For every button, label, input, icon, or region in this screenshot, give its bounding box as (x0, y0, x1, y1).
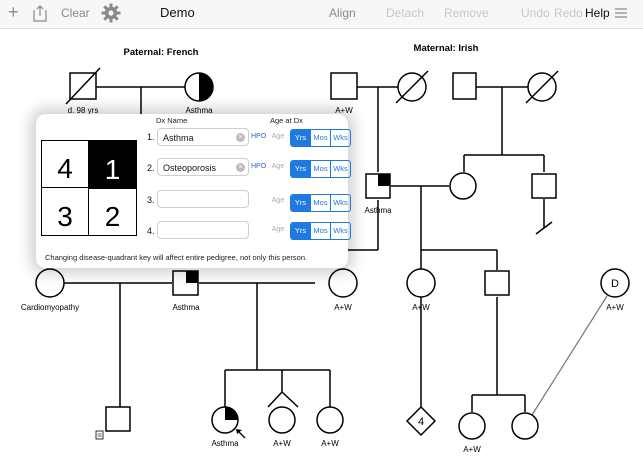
age-unit-segmented[interactable]: Yrs Mos Wks (290, 129, 351, 147)
dx-name-input[interactable] (157, 190, 249, 208)
popup-arrow (346, 184, 354, 200)
unit-mos[interactable]: Mos (310, 161, 330, 177)
d-person-label: A+W (606, 303, 624, 312)
row-number: 2. (147, 163, 155, 173)
gear-icon[interactable] (101, 3, 121, 23)
cousin-female-1-symbol[interactable] (458, 412, 486, 440)
dx-name-header: Dx Name (156, 116, 188, 125)
unit-wks[interactable]: Wks (330, 130, 350, 146)
age-input[interactable]: Age (271, 226, 285, 233)
maternal-grandfather-symbol[interactable] (330, 72, 358, 100)
age-unit-segmented[interactable]: Yrs Mos Wks (290, 160, 351, 178)
paternal-grandmother-symbol[interactable] (184, 72, 214, 102)
pgm-label: Asthma (185, 106, 213, 115)
paternal-header: Paternal: French (124, 47, 199, 58)
father-label: Asthma (172, 303, 200, 312)
age-input[interactable]: Age (271, 197, 285, 204)
quadrant-2[interactable]: 2 (89, 188, 136, 235)
maternal-uncle-symbol[interactable] (531, 173, 557, 199)
align-button[interactable]: Align (329, 6, 356, 20)
relationship-line[interactable] (531, 295, 608, 416)
diamond-count: 4 (418, 416, 424, 428)
maternal-aunt-symbol[interactable] (406, 268, 436, 298)
row-number: 1. (147, 132, 155, 142)
aunt-symbol[interactable] (328, 268, 358, 298)
undo-button[interactable]: Undo (521, 6, 550, 20)
maternal-uncle-2-symbol[interactable] (484, 270, 510, 296)
unit-wks[interactable]: Wks (330, 195, 350, 211)
hpo-link[interactable]: HPO (251, 163, 267, 170)
father-symbol[interactable] (172, 270, 199, 296)
mgf-label: A+W (335, 106, 353, 115)
maternal-relative-male-symbol[interactable] (452, 72, 477, 100)
maternal-relative-female-deceased-symbol[interactable] (525, 70, 559, 104)
mother-symbol[interactable] (365, 173, 391, 199)
quadrant-3[interactable]: 3 (42, 188, 89, 235)
share-icon[interactable] (33, 5, 47, 22)
aunt-label: A+W (334, 303, 352, 312)
unit-mos[interactable]: Mos (310, 223, 330, 239)
help-button[interactable]: Help (585, 6, 610, 20)
age-input[interactable]: Age (271, 163, 285, 170)
age-at-dx-header: Age at Dx (270, 116, 303, 125)
sib2-label: A+W (321, 439, 339, 448)
cousin-label: A+W (463, 445, 481, 454)
clear-button[interactable]: Clear (61, 6, 90, 20)
note-icon[interactable] (95, 430, 104, 440)
unit-wks[interactable]: Wks (330, 223, 350, 239)
quadrant-key[interactable]: 4 1 3 2 (41, 140, 137, 236)
unit-yrs[interactable]: Yrs (291, 161, 310, 177)
document-title: Demo (160, 5, 195, 20)
d-glyph: D (611, 278, 619, 290)
paternal-grandfather-symbol[interactable] (65, 67, 101, 105)
quadrant-1[interactable]: 1 (89, 141, 136, 188)
remove-button[interactable]: Remove (444, 6, 489, 20)
proband-label: Asthma (211, 439, 239, 448)
unit-mos[interactable]: Mos (310, 130, 330, 146)
sib1-label: A+W (273, 439, 291, 448)
maternal-spouse-symbol[interactable] (449, 172, 477, 200)
maternal-aunt-label: A+W (412, 303, 430, 312)
mother-label: Asthma (364, 206, 392, 215)
detach-button[interactable]: Detach (386, 6, 425, 20)
cousin-female-2-symbol[interactable] (511, 412, 539, 440)
diamond-group-symbol[interactable]: 4 (405, 405, 437, 437)
cardio-label: Cardiomyopathy (21, 303, 79, 312)
unit-mos[interactable]: Mos (310, 195, 330, 211)
twin-sibling-2-symbol[interactable] (316, 406, 344, 434)
unit-yrs[interactable]: Yrs (291, 223, 310, 239)
redo-button[interactable]: Redo (554, 6, 583, 20)
maternal-header: Maternal: Irish (414, 43, 479, 54)
plus-icon[interactable]: + (8, 2, 19, 22)
hamburger-icon[interactable] (615, 8, 627, 18)
age-unit-segmented[interactable]: Yrs Mos Wks (290, 222, 351, 240)
row-number: 3. (147, 195, 155, 205)
quadrant-4[interactable]: 4 (42, 141, 89, 188)
unit-yrs[interactable]: Yrs (291, 195, 310, 211)
row-number: 4. (147, 226, 155, 236)
cousin-male-symbol[interactable] (105, 406, 131, 432)
pgf-label: d. 98 yrs (68, 106, 99, 115)
disease-quadrant-popup: Dx Name Age at Dx 4 1 3 2 1. Asthma × HP… (36, 114, 351, 268)
d-person-symbol[interactable]: D (600, 268, 630, 298)
age-input[interactable]: Age (271, 133, 285, 140)
quadrant-key-note: Changing disease-quadrant key will affec… (45, 253, 308, 262)
unit-yrs[interactable]: Yrs (291, 130, 310, 146)
proband-symbol[interactable] (211, 406, 239, 434)
dx-name-input[interactable]: Osteoporosis (157, 158, 249, 176)
proband-arrow-icon (236, 429, 246, 439)
clear-icon[interactable]: × (236, 133, 245, 142)
dx-name-input[interactable]: Asthma (157, 128, 249, 146)
dx-name-input[interactable] (157, 221, 249, 239)
clear-icon[interactable]: × (236, 163, 245, 172)
twin-sibling-1-symbol[interactable] (268, 406, 296, 434)
pedigree-canvas[interactable]: D 4 Paternal: French Maternal: Irish d. … (0, 29, 643, 470)
maternal-grandmother-symbol[interactable] (395, 70, 429, 104)
cardiomyopathy-female-symbol[interactable] (35, 268, 65, 298)
toolbar: + Clear Demo Align Detach Remove Undo Re… (0, 0, 643, 29)
unit-wks[interactable]: Wks (330, 161, 350, 177)
hpo-link[interactable]: HPO (251, 133, 267, 140)
age-unit-segmented[interactable]: Yrs Mos Wks (290, 194, 351, 212)
